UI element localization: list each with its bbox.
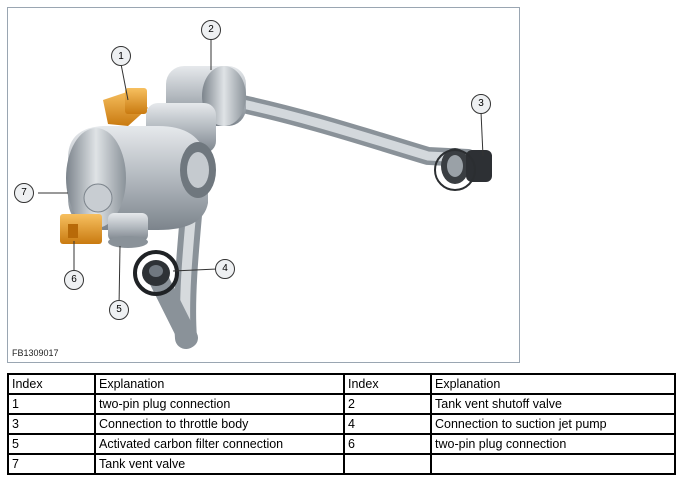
cell-explanation — [430, 453, 676, 475]
cell-index: 5 — [7, 433, 96, 455]
table-row: 1 two-pin plug connection 2 Tank vent sh… — [7, 393, 676, 415]
cell-explanation: two-pin plug connection — [430, 433, 676, 455]
cell-index: 2 — [343, 393, 432, 415]
callout-4: 4 — [215, 259, 235, 279]
activated-carbon-filter-connection — [108, 236, 148, 248]
two-pin-plug-6 — [60, 214, 102, 244]
cell-index: 1 — [7, 393, 96, 415]
header-explanation-1: Explanation — [94, 373, 345, 395]
legend-table: Index Explanation Index Explanation 1 tw… — [7, 373, 676, 475]
tank-vent-valve-illustration — [38, 38, 492, 349]
cell-explanation: Tank vent shutoff valve — [430, 393, 676, 415]
cell-index: 3 — [7, 413, 96, 435]
cell-explanation: two-pin plug connection — [94, 393, 345, 415]
callout-6: 6 — [64, 270, 84, 290]
cell-explanation: Connection to throttle body — [94, 413, 345, 435]
table-row: 7 Tank vent valve — [7, 453, 676, 475]
callout-7: 7 — [14, 183, 34, 203]
cell-index: 7 — [7, 453, 96, 475]
callout-2: 2 — [201, 20, 221, 40]
table-header-row: Index Explanation Index Explanation — [7, 373, 676, 395]
table-row: 3 Connection to throttle body 4 Connecti… — [7, 413, 676, 435]
callout-5: 5 — [109, 300, 129, 320]
component-figure: 1 2 3 4 5 6 7 FB1309017 — [7, 7, 520, 363]
header-explanation-2: Explanation — [430, 373, 676, 395]
cell-index: 4 — [343, 413, 432, 435]
table-row: 5 Activated carbon filter connection 6 t… — [7, 433, 676, 455]
cell-index — [343, 453, 432, 475]
figure-code: FB1309017 — [12, 348, 59, 358]
cell-explanation: Tank vent valve — [94, 453, 345, 475]
suction-jet-pump-connector — [133, 250, 179, 296]
callout-1: 1 — [111, 46, 131, 66]
cell-explanation: Activated carbon filter connection — [94, 433, 345, 455]
header-index-1: Index — [7, 373, 96, 395]
header-index-2: Index — [343, 373, 432, 395]
cell-index: 6 — [343, 433, 432, 455]
callout-3: 3 — [471, 94, 491, 114]
cell-explanation: Connection to suction jet pump — [430, 413, 676, 435]
